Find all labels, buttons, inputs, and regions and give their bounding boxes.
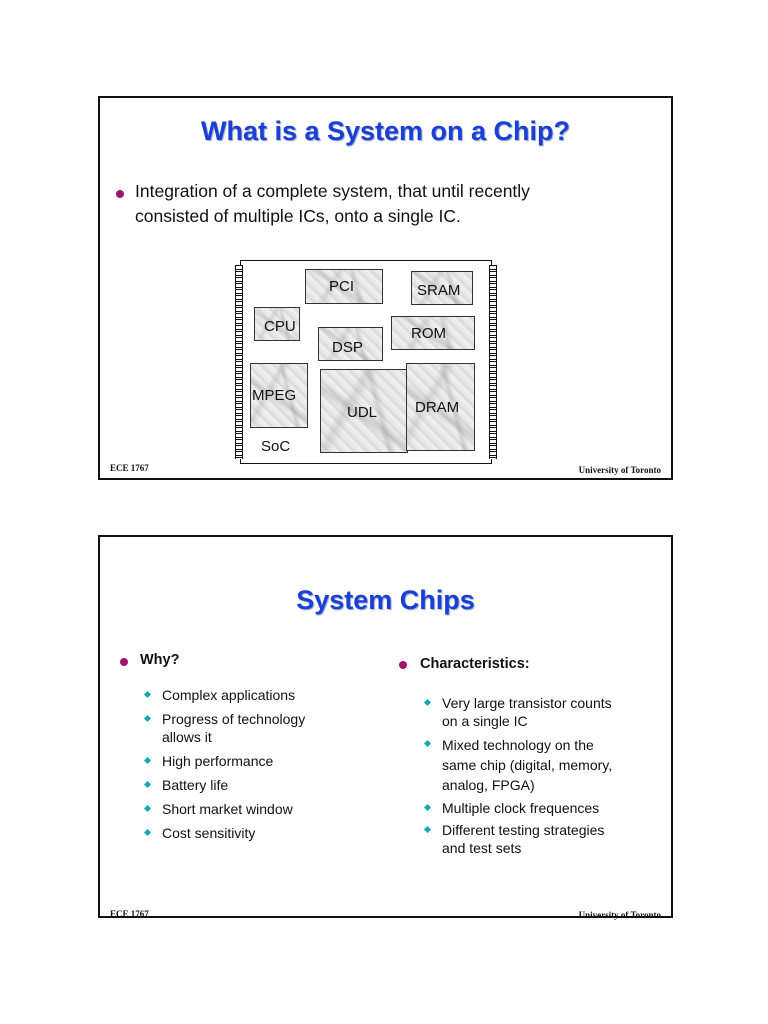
list-item-text: Very large transistor counts on a single… [442, 695, 612, 729]
list-item-text: Multiple clock frequences [442, 800, 600, 816]
diamond-bullet-icon [143, 828, 152, 837]
list-item-text: Cost sensitivity [162, 825, 256, 841]
block-label: DRAM [415, 399, 460, 416]
slide-title: What is a System on a Chip? [200, 116, 571, 146]
soc-diagram: PCI SRAM CPU ROM DSP MPEG UDL DRAM SoC [235, 260, 497, 464]
block-udl: UDL [320, 369, 408, 453]
list-item: Battery life [142, 776, 332, 794]
slide-title: System Chips [296, 585, 475, 615]
block-label: UDL [347, 404, 378, 421]
block-pci: PCI [305, 269, 383, 304]
why-heading: Why? [140, 652, 180, 668]
block-rom: ROM [391, 316, 475, 350]
list-item-text: Short market window [162, 801, 293, 817]
list-item: Progress of technology allows it [142, 710, 332, 746]
course-code: ECE 1767 [110, 463, 149, 473]
list-item: Short market window [142, 800, 332, 818]
block-label: DSP [332, 339, 363, 356]
list-item: Mixed technology on the same chip (digit… [422, 735, 622, 795]
characteristics-heading: Characteristics: [420, 656, 530, 672]
bullet-dot [120, 658, 128, 666]
block-mpeg: MPEG [250, 363, 308, 428]
institution-name: University of Toronto [578, 465, 661, 475]
characteristics-list: Very large transistor counts on a single… [422, 694, 622, 857]
list-item-text: Battery life [162, 777, 229, 793]
diamond-bullet-icon [143, 780, 152, 789]
diamond-bullet-icon [143, 714, 152, 723]
diamond-bullet-icon [423, 803, 432, 812]
block-dram: DRAM [406, 363, 475, 451]
bullet-text-line-2: consisted of multiple ICs, onto a single… [135, 206, 461, 226]
list-item-text: Different testing strategies and test se… [442, 822, 605, 856]
list-item-text: High performance [162, 753, 274, 769]
diamond-bullet-icon [143, 756, 152, 765]
block-label: PCI [329, 278, 355, 295]
diamond-bullet-icon [423, 825, 432, 834]
block-dsp: DSP [318, 327, 383, 361]
list-item: Complex applications [142, 686, 332, 704]
list-item: Different testing strategies and test se… [422, 821, 622, 857]
block-cpu: CPU [254, 307, 300, 341]
list-item-text: Progress of technology allows it [162, 711, 306, 745]
bullet-dot [399, 661, 407, 669]
diamond-bullet-icon [143, 804, 152, 813]
slide-system-chips: System Chips Why? Complex applications P… [98, 535, 673, 920]
why-list: Complex applications Progress of technol… [142, 686, 332, 842]
soc-label: SoC [261, 438, 291, 455]
list-item: Cost sensitivity [142, 824, 332, 842]
bullet-dot [116, 190, 124, 198]
list-item: Multiple clock frequences [422, 799, 622, 817]
list-item: High performance [142, 752, 332, 770]
list-item: Very large transistor counts on a single… [422, 694, 622, 730]
block-label: MPEG [252, 387, 297, 404]
block-label: SRAM [417, 282, 461, 299]
diamond-bullet-icon [143, 690, 152, 699]
block-label: CPU [264, 318, 296, 335]
course-code: ECE 1767 [110, 909, 149, 919]
block-label: ROM [411, 325, 446, 342]
institution-name: University of Toronto [578, 910, 661, 920]
diamond-bullet-icon [423, 698, 432, 707]
bullet-text-line-1: Integration of a complete system, that u… [135, 181, 530, 201]
list-item-text: Complex applications [162, 687, 296, 703]
right-pin-row [489, 265, 497, 459]
block-sram: SRAM [411, 271, 473, 305]
list-item-text: Mixed technology on the same chip (digit… [442, 737, 613, 793]
diamond-bullet-icon [423, 739, 432, 748]
left-pin-row [235, 265, 243, 459]
slide-soc-definition: What is a System on a Chip? Integration … [98, 96, 673, 480]
